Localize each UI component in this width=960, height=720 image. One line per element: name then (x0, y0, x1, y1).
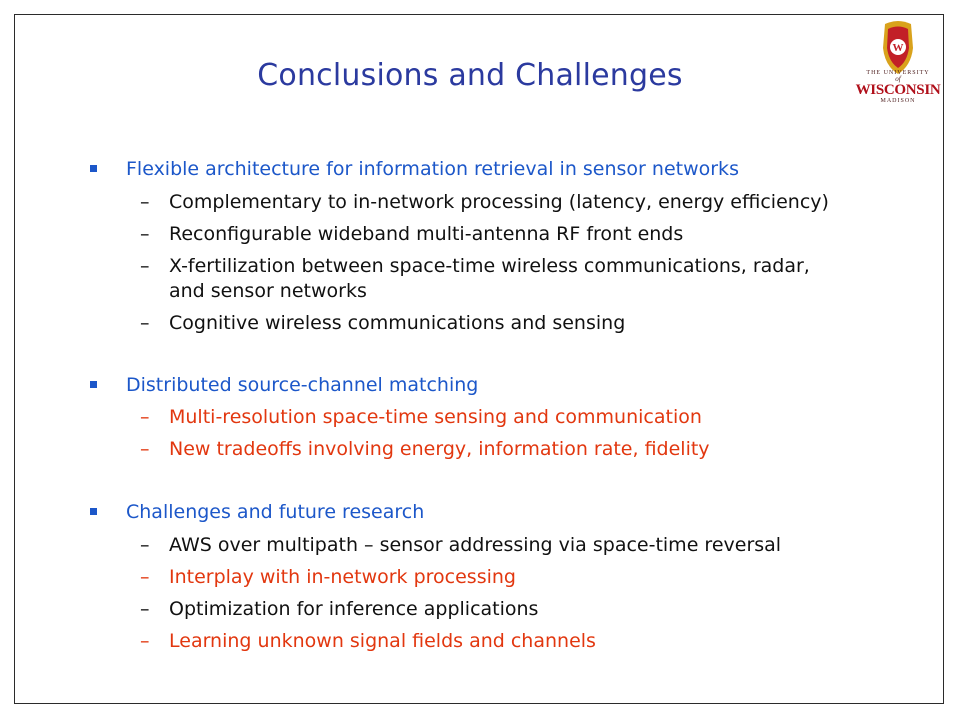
dash-marker: – (140, 223, 150, 245)
dash-marker: – (140, 598, 150, 620)
dash-marker: – (140, 312, 150, 334)
dash-marker: – (140, 191, 150, 213)
logo-main-text: WISCONSIN (855, 82, 941, 98)
dash-marker: – (140, 534, 150, 556)
dash-marker: – (140, 566, 150, 588)
crest-letter: W (893, 42, 904, 54)
university-crest-icon (883, 21, 913, 74)
square-bullet-icon (90, 381, 97, 388)
crest-letter-icon: W (893, 42, 904, 54)
university-wordmark: THE UNIVERSITY of WISCONSIN MADISON (853, 70, 943, 104)
dash-marker: – (140, 406, 150, 428)
dash-marker: – (140, 255, 150, 277)
dash-marker: – (140, 438, 150, 460)
slide-frame (14, 14, 944, 704)
slide-title: Conclusions and Challenges (257, 58, 683, 93)
dash-marker: – (140, 630, 150, 652)
logo-of-text: of (895, 75, 901, 83)
square-bullet-icon (90, 165, 97, 172)
square-bullet-icon (90, 508, 97, 515)
logo-bottom-text: MADISON (880, 98, 916, 104)
logo-top-text: THE UNIVERSITY (866, 70, 930, 76)
